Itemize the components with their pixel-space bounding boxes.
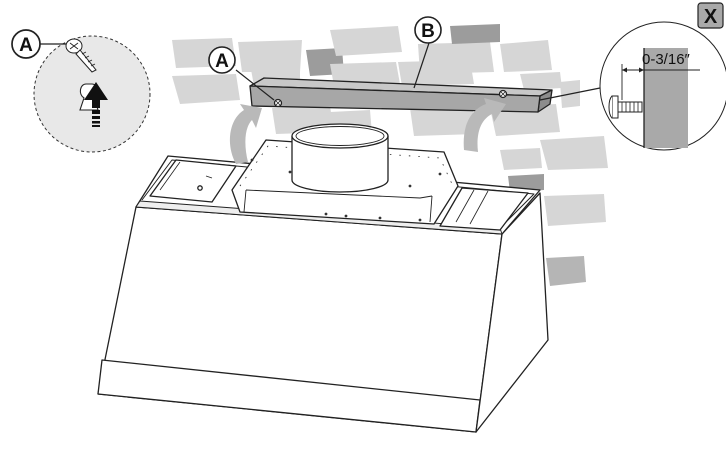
detail-x-label: X	[704, 6, 718, 28]
curved-arrow-icon-left	[229, 104, 262, 164]
callout-b: B	[413, 16, 442, 89]
curved-arrow-icon-right	[463, 98, 506, 152]
screw-icon	[65, 38, 97, 73]
screw-detail: A	[11, 29, 151, 153]
duct-collar	[291, 123, 389, 193]
bracket-screw-left	[273, 98, 283, 108]
callout-a-main: A	[208, 46, 275, 101]
gap-dimension-label: 0-3/16″	[642, 51, 691, 68]
screw-icon-side	[608, 95, 643, 119]
hood-right-flange	[439, 187, 529, 231]
callout-b-label: B	[421, 21, 435, 42]
gap-detail: 0-3/16″ X	[539, 2, 726, 151]
mounting-bracket	[249, 77, 553, 113]
callout-a-detail-label: A	[19, 35, 33, 56]
up-arrow-icon	[84, 82, 108, 127]
hood-side-panel	[475, 192, 549, 433]
callout-a-main-label: A	[215, 51, 229, 72]
brick-wall	[172, 24, 608, 286]
range-hood	[97, 123, 549, 433]
hood-left-flange	[149, 159, 237, 203]
bracket-screw-right	[498, 89, 508, 99]
